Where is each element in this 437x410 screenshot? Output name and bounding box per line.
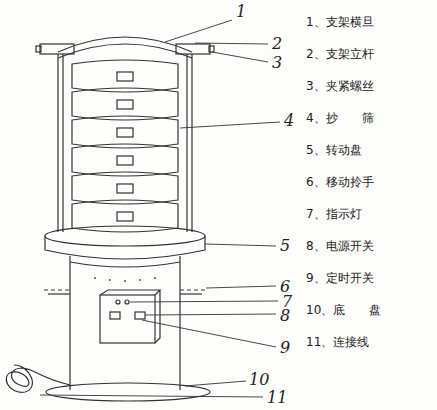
callout-number: 10: [249, 372, 269, 388]
handle-left-lower: [48, 293, 70, 294]
body-dots: [94, 277, 156, 282]
sieve-tray: [72, 172, 178, 204]
callout-number: 6: [280, 279, 290, 295]
sieve-tray: [72, 144, 178, 176]
part-name: 5、转动盘: [306, 144, 362, 156]
sieve-tag: [117, 72, 133, 81]
post-left-edge: [62, 54, 63, 232]
sieve-tag: [117, 128, 133, 137]
handle-left: [44, 289, 70, 290]
post-right-edge: [191, 54, 192, 232]
clamp-left: [40, 44, 74, 54]
callout-number: 5: [280, 238, 290, 254]
indicator-lamp-2: [125, 300, 129, 304]
part-name: 11、连接线: [306, 336, 369, 348]
callout-number: 4: [284, 113, 294, 129]
top-bar-lower: [58, 44, 192, 58]
part-name: 6、移动拎手: [306, 176, 374, 188]
part-name: 2、支架立杆: [306, 48, 374, 60]
sieve-tray: [72, 60, 178, 92]
body-band: [70, 262, 180, 267]
callout-number: 1: [236, 4, 246, 20]
indicator-lamp: [116, 300, 120, 304]
timer-switch: [135, 312, 145, 319]
sieve-tray: [72, 116, 178, 148]
post-right: [186, 54, 187, 232]
handle-right: [180, 289, 206, 290]
sieve-stack: [72, 60, 178, 232]
cable: [6, 365, 70, 392]
body: [70, 256, 180, 390]
post-left: [57, 54, 58, 232]
clamp-right-end: [209, 46, 214, 52]
callout-number: 3: [272, 55, 282, 71]
leader-lines: [40, 20, 280, 397]
power-switch: [110, 312, 120, 319]
sieve-tag: [117, 184, 133, 193]
callout-number: 11: [267, 390, 287, 406]
callout-number: 2: [272, 36, 282, 52]
sieve-tag: [117, 100, 133, 109]
part-name: 4、抄 筛: [306, 112, 374, 124]
callout-number: 8: [280, 308, 290, 324]
clamp-left-end: [36, 46, 41, 52]
part-name: 7、指示灯: [306, 208, 362, 220]
part-name: 8、电源开关: [306, 240, 374, 252]
handle-right-lower: [180, 293, 202, 294]
turntable-side: [45, 236, 205, 259]
sieve-tag: [117, 156, 133, 165]
part-name: 9、定时开关: [306, 272, 374, 284]
sieve-tag: [117, 212, 133, 221]
part-name: 3、夹紧螺丝: [306, 80, 374, 92]
sieve-tray: [72, 88, 178, 120]
turntable-top: [45, 226, 205, 246]
clamp-right: [176, 44, 210, 54]
part-name: 10、底 盘: [306, 304, 381, 316]
part-name: 1、支架横旦: [306, 16, 374, 28]
callout-number: 9: [280, 340, 290, 356]
panel-depth: [100, 290, 160, 343]
